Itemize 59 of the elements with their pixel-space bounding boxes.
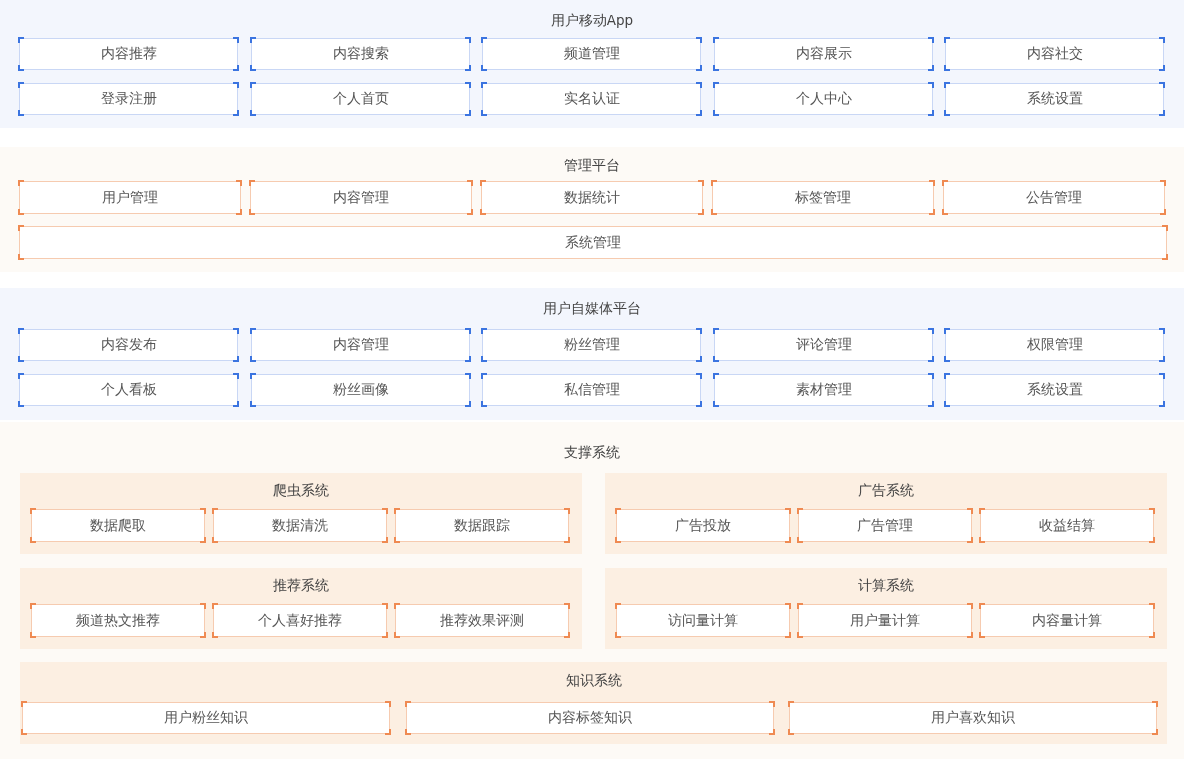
module-card: 内容展示 <box>714 38 933 70</box>
module-card: 频道管理 <box>482 38 701 70</box>
module-card: 数据清洗 <box>213 509 387 542</box>
module-card: 用户喜欢知识 <box>789 702 1157 734</box>
module-card: 权限管理 <box>945 329 1164 361</box>
module-card: 广告投放 <box>616 509 790 542</box>
subsystem-panel <box>605 568 1167 649</box>
module-card: 系统设置 <box>945 83 1164 115</box>
module-card: 内容推荐 <box>19 38 238 70</box>
module-card: 数据跟踪 <box>395 509 569 542</box>
module-card: 用户量计算 <box>798 604 972 637</box>
module-card: 内容量计算 <box>980 604 1154 637</box>
module-card: 数据爬取 <box>31 509 205 542</box>
module-card: 系统管理 <box>19 226 1167 259</box>
layer-panel <box>0 422 1184 759</box>
subsystem-panel <box>20 662 1167 744</box>
module-card: 系统设置 <box>945 374 1164 406</box>
module-card: 私信管理 <box>482 374 701 406</box>
subsystem-title: 广告系统 <box>858 481 914 499</box>
module-card: 推荐效果评测 <box>395 604 569 637</box>
layer-panel <box>0 0 1184 128</box>
subsystem-panel <box>605 473 1167 554</box>
module-card: 个人首页 <box>251 83 470 115</box>
module-card: 个人中心 <box>714 83 933 115</box>
module-card: 收益结算 <box>980 509 1154 542</box>
module-card: 用户管理 <box>19 181 241 214</box>
module-card: 内容管理 <box>250 181 472 214</box>
module-card: 内容搜索 <box>251 38 470 70</box>
module-card: 访问量计算 <box>616 604 790 637</box>
module-card: 频道热文推荐 <box>31 604 205 637</box>
subsystem-title: 推荐系统 <box>273 576 329 594</box>
layer-title: 管理平台 <box>564 156 620 174</box>
module-card: 个人看板 <box>19 374 238 406</box>
module-card: 评论管理 <box>714 329 933 361</box>
layer-title: 用户移动App <box>550 11 634 29</box>
layer-panel <box>0 147 1184 272</box>
subsystem-panel <box>20 568 582 649</box>
module-card: 粉丝管理 <box>482 329 701 361</box>
module-card: 广告管理 <box>798 509 972 542</box>
module-card: 标签管理 <box>712 181 934 214</box>
module-card: 内容标签知识 <box>405 702 774 734</box>
module-card: 登录注册 <box>19 83 238 115</box>
subsystem-title: 爬虫系统 <box>273 481 329 499</box>
module-card: 实名认证 <box>482 83 701 115</box>
module-card: 内容社交 <box>945 38 1164 70</box>
module-card: 内容发布 <box>19 329 238 361</box>
module-card: 素材管理 <box>714 374 933 406</box>
layer-title: 用户自媒体平台 <box>543 299 641 317</box>
module-card: 数据统计 <box>481 181 703 214</box>
layer-title: 支撑系统 <box>564 443 620 461</box>
module-card: 用户粉丝知识 <box>22 702 390 734</box>
subsystem-panel <box>20 473 582 554</box>
module-card: 内容管理 <box>251 329 470 361</box>
module-card: 粉丝画像 <box>251 374 470 406</box>
module-card: 个人喜好推荐 <box>213 604 387 637</box>
module-card: 公告管理 <box>943 181 1165 214</box>
subsystem-title: 计算系统 <box>858 576 914 594</box>
subsystem-title: 知识系统 <box>565 671 622 689</box>
layer-panel <box>0 288 1184 420</box>
